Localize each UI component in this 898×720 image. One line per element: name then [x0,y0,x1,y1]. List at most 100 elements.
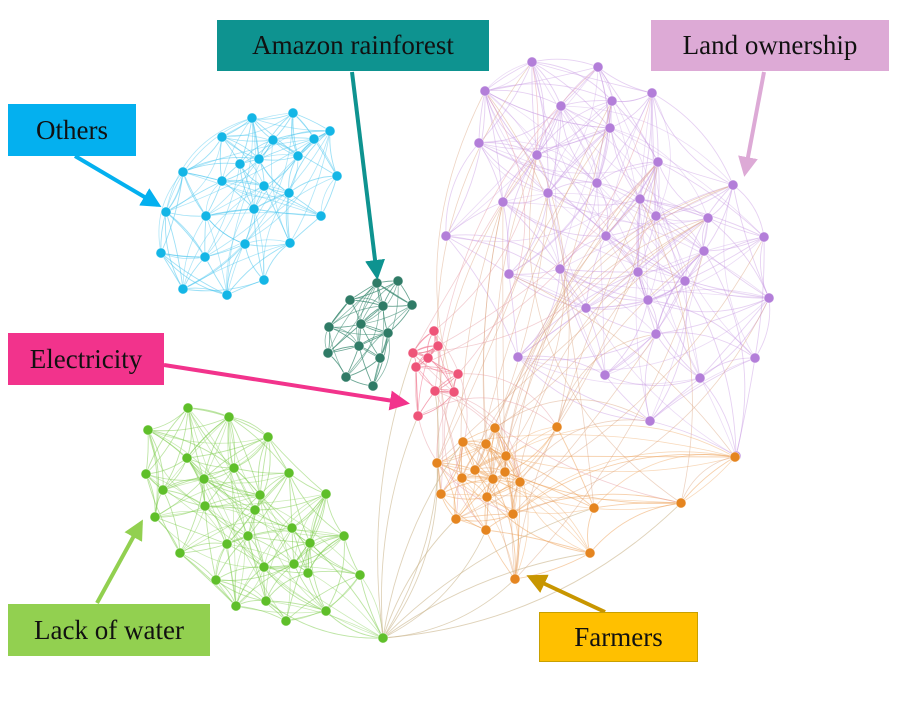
bridge-edge [494,399,651,429]
farmers-edge [556,426,595,509]
water-edge [145,473,181,554]
others-edge [263,192,290,281]
water-edge [179,535,249,554]
bridge-edge [382,390,440,639]
farmers-node [450,513,462,525]
water-edge [263,535,345,569]
others-edge [205,180,223,217]
land-edge [547,127,611,194]
water-edge [259,494,327,612]
bridge-edge [382,441,464,639]
bridge-edge [514,250,705,580]
farmers-edge [514,481,521,580]
land-edge [502,201,561,270]
amazon-node [355,318,367,330]
water-edge [267,436,327,495]
others-edge [160,171,184,254]
land-edge [699,297,770,379]
water-node [242,530,254,542]
farmers-edge [680,456,736,504]
bridge-edge [512,217,709,515]
land-edge [508,273,519,358]
land-edge [484,66,599,92]
bridge-edge [461,217,709,479]
land-edge [735,357,756,457]
others-node [160,206,172,218]
land-edge [536,100,613,156]
others-node [258,274,270,286]
land-edge [517,356,651,422]
farmers-edge [504,471,595,509]
water-edge [145,407,189,475]
amazon-node [392,275,404,287]
lack-of-water-label: Lack of water [8,604,210,656]
land-edge [517,297,770,371]
water-edge [203,478,327,612]
land-node [555,100,567,112]
water-node [288,558,300,570]
others-edge [204,215,207,258]
others-edge [182,256,206,290]
water-node [140,468,152,480]
land-edge [484,89,562,107]
others-node [315,210,327,222]
land-edge [502,201,770,299]
land-edge [517,356,701,385]
land-edge [478,140,598,184]
water-edge [265,600,384,639]
water-edge [309,542,327,612]
bridge-edge [512,333,657,515]
bridge-edge [417,397,558,428]
water-edge [228,416,237,607]
land-edge [559,184,734,270]
land-edge [484,90,538,156]
land-edge [560,105,598,184]
farmers-label: Farmers [539,612,698,662]
land-edge [605,92,653,237]
land-edge [651,92,734,186]
others-node [200,210,212,222]
bridge-edge [434,390,521,483]
land-edge [604,299,649,376]
farmers-edge [505,424,736,458]
land-node [479,85,491,97]
electricity-node [448,386,460,398]
land-edge [547,192,737,457]
others-node [177,283,189,295]
land-edge [639,198,765,238]
bridge-edge [559,268,595,509]
others-edge [165,211,184,290]
land-node [503,268,515,280]
land-edge [649,357,756,422]
others-edge [253,208,265,281]
arrow-layer [73,71,766,614]
water-node [254,489,266,501]
land-node [592,61,604,73]
water-edge [226,543,384,639]
water-node [260,595,272,607]
land-edge [650,92,756,359]
electricity-node [422,352,434,364]
bridge-edge [382,552,591,639]
farmers-node [435,488,447,500]
land-edge [559,268,649,301]
amazon-node [322,347,334,359]
land-edge [547,192,561,270]
water-edge [203,416,230,480]
electricity-node [452,368,464,380]
land-edge [560,105,598,184]
others-node [234,158,246,170]
bridge-edge [457,90,526,375]
land-node [679,275,691,287]
bridge-edge [519,419,651,483]
land-edge [445,234,561,270]
amazon-edge [372,305,385,387]
land-ownership-label: Land ownership [651,20,889,71]
others-edge [165,211,206,258]
others-edge [205,158,260,217]
farmers-edge [589,502,682,554]
land-edge [684,280,737,457]
bridge-edge [486,184,734,498]
land-node [542,187,554,199]
amazon-node [406,299,418,311]
